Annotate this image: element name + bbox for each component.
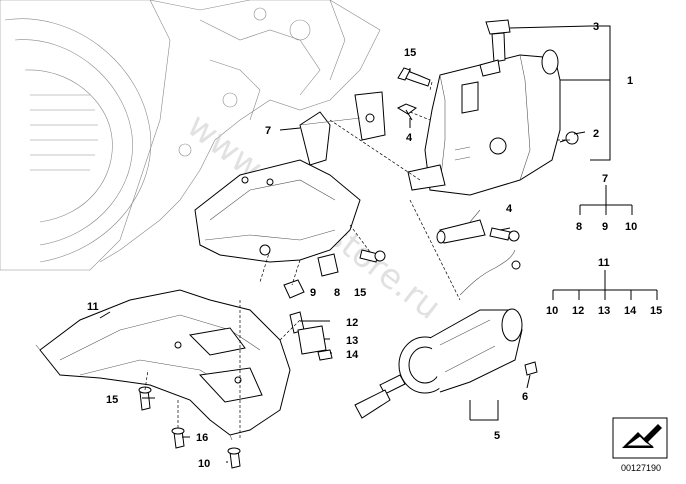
callout-13: 13 (346, 335, 358, 347)
callout-11: 11 (87, 301, 99, 313)
bolt-15-mid (359, 249, 386, 263)
callout-14-11: 14 (624, 305, 637, 317)
callout-1: 1 (627, 75, 633, 87)
bolt-mid (396, 103, 418, 121)
callout-7: 7 (265, 125, 271, 137)
callout-10-11: 10 (546, 305, 558, 317)
pump-motor (354, 249, 538, 419)
callout-10-group: 10 (625, 221, 637, 233)
callout-13-11: 13 (598, 305, 610, 317)
fluid-reservoir (407, 49, 561, 244)
callout-11-group: 11 (598, 257, 610, 269)
callout-4-lower: 4 (506, 203, 513, 215)
mounting-bracket (194, 91, 386, 263)
transmission-housing (0, 0, 381, 271)
callout-15-11: 15 (650, 305, 662, 317)
callout-5: 5 (494, 430, 500, 442)
callout-10: 10 (198, 458, 210, 470)
callout-9: 9 (310, 287, 316, 299)
callout-3: 3 (593, 21, 599, 33)
callout-6: 6 (522, 391, 528, 403)
bolt-16 (171, 427, 185, 449)
callout-8: 8 (334, 287, 340, 299)
callout-15-low: 15 (106, 394, 118, 406)
nut-9 (283, 279, 305, 299)
callout-9-group: 9 (602, 221, 608, 233)
callout-12-11: 12 (572, 305, 584, 317)
reservoir-cap (479, 19, 511, 77)
callout-14: 14 (346, 349, 359, 361)
diagram-code: 00127190 (621, 463, 661, 473)
clip-8 (317, 253, 339, 277)
footer-symbol (612, 417, 668, 459)
callout-4: 4 (406, 132, 413, 144)
heat-shield-bracket (35, 289, 291, 441)
callout-2: 2 (593, 128, 599, 140)
clip-13 (297, 325, 327, 355)
callout-labels: 3 15 1 7 2 4 7 4 8 9 10 11 9 8 15 10 12 … (87, 21, 662, 470)
assembly-lines (144, 81, 570, 440)
callout-15-mid: 15 (354, 287, 366, 299)
callout-15: 15 (404, 47, 416, 59)
callout-7-group: 7 (602, 173, 608, 185)
callout-12: 12 (346, 317, 358, 329)
leader-lines (99, 25, 658, 463)
callout-8-group: 8 (576, 221, 582, 233)
callout-16: 16 (196, 432, 208, 444)
bolt-top (397, 67, 431, 87)
screw-14 (317, 349, 333, 361)
bolt-10-low (227, 447, 241, 469)
bolt-4-lower (489, 227, 520, 242)
